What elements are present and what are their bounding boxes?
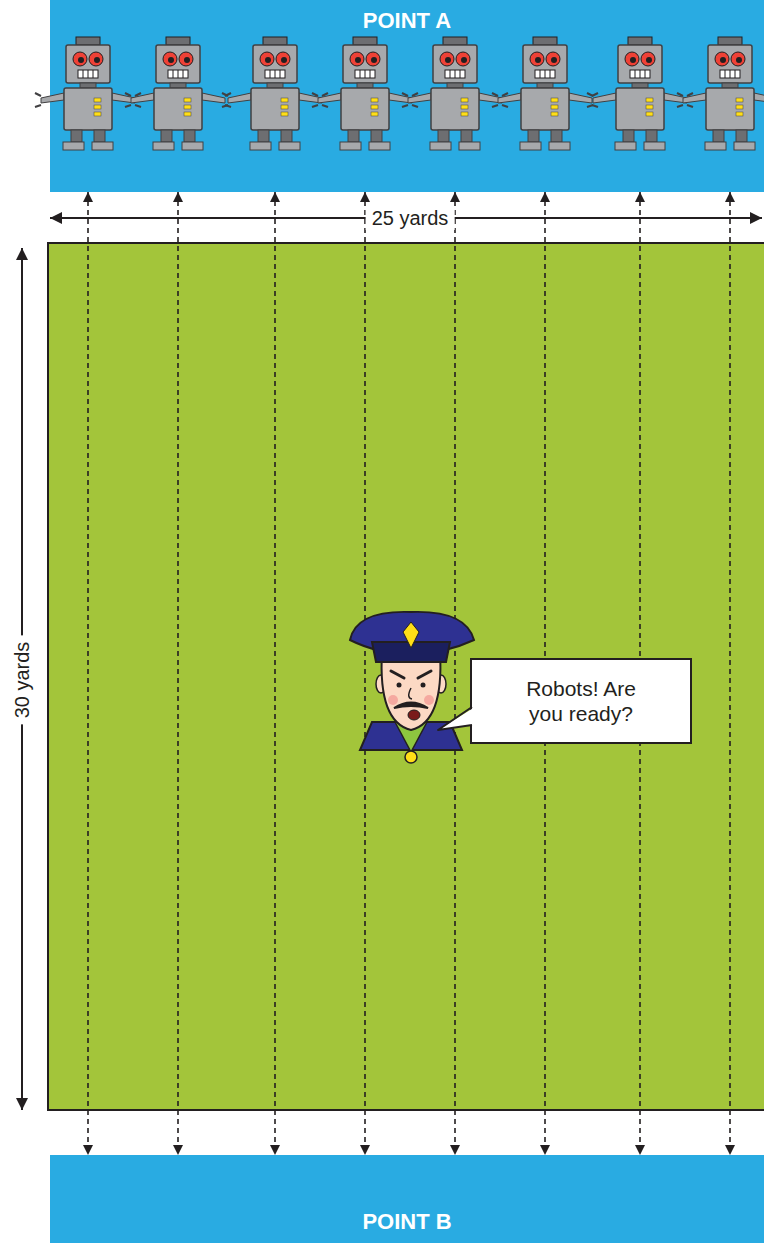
officer-nose (409, 688, 412, 699)
officer-face (382, 652, 441, 730)
dashed-arrow (274, 192, 276, 1155)
point-band: POINT A (50, 0, 764, 192)
officer-cap (350, 612, 474, 654)
green-field (48, 243, 764, 1110)
officer-cheek (388, 695, 398, 705)
dimension-label: 30 yards (10, 636, 34, 725)
dashed-arrow (87, 192, 89, 1155)
bubble-tail-outline (438, 707, 472, 730)
node-text: Robots! Are you ready? (519, 676, 644, 726)
officer-collar (360, 722, 462, 750)
officer-mustache (394, 703, 428, 709)
officer-shirt (395, 722, 427, 752)
officer-brow (391, 671, 431, 678)
officer-eye (397, 683, 402, 688)
point-band: POINT B (50, 1155, 764, 1243)
officer (350, 612, 474, 763)
dashed-arrow (454, 192, 456, 1155)
officer-ear (436, 675, 446, 693)
officer-eye (421, 683, 426, 688)
cap-badge (403, 622, 419, 648)
officer-mouth (408, 710, 420, 720)
officer-ear (376, 675, 386, 693)
dashed-arrow (177, 192, 179, 1155)
officer-badge (405, 751, 417, 763)
connector-layer (88, 192, 730, 1155)
officer-cap-band (372, 642, 450, 662)
speech-bubble: Robots! Are you ready? (470, 658, 692, 744)
dashed-arrow (729, 192, 731, 1155)
node-text: POINT A (363, 8, 451, 192)
dashed-arrow (364, 192, 366, 1155)
node-text: POINT B (362, 1209, 451, 1243)
dimension-label: 25 yards (366, 206, 455, 230)
officer-cheek (424, 695, 434, 705)
